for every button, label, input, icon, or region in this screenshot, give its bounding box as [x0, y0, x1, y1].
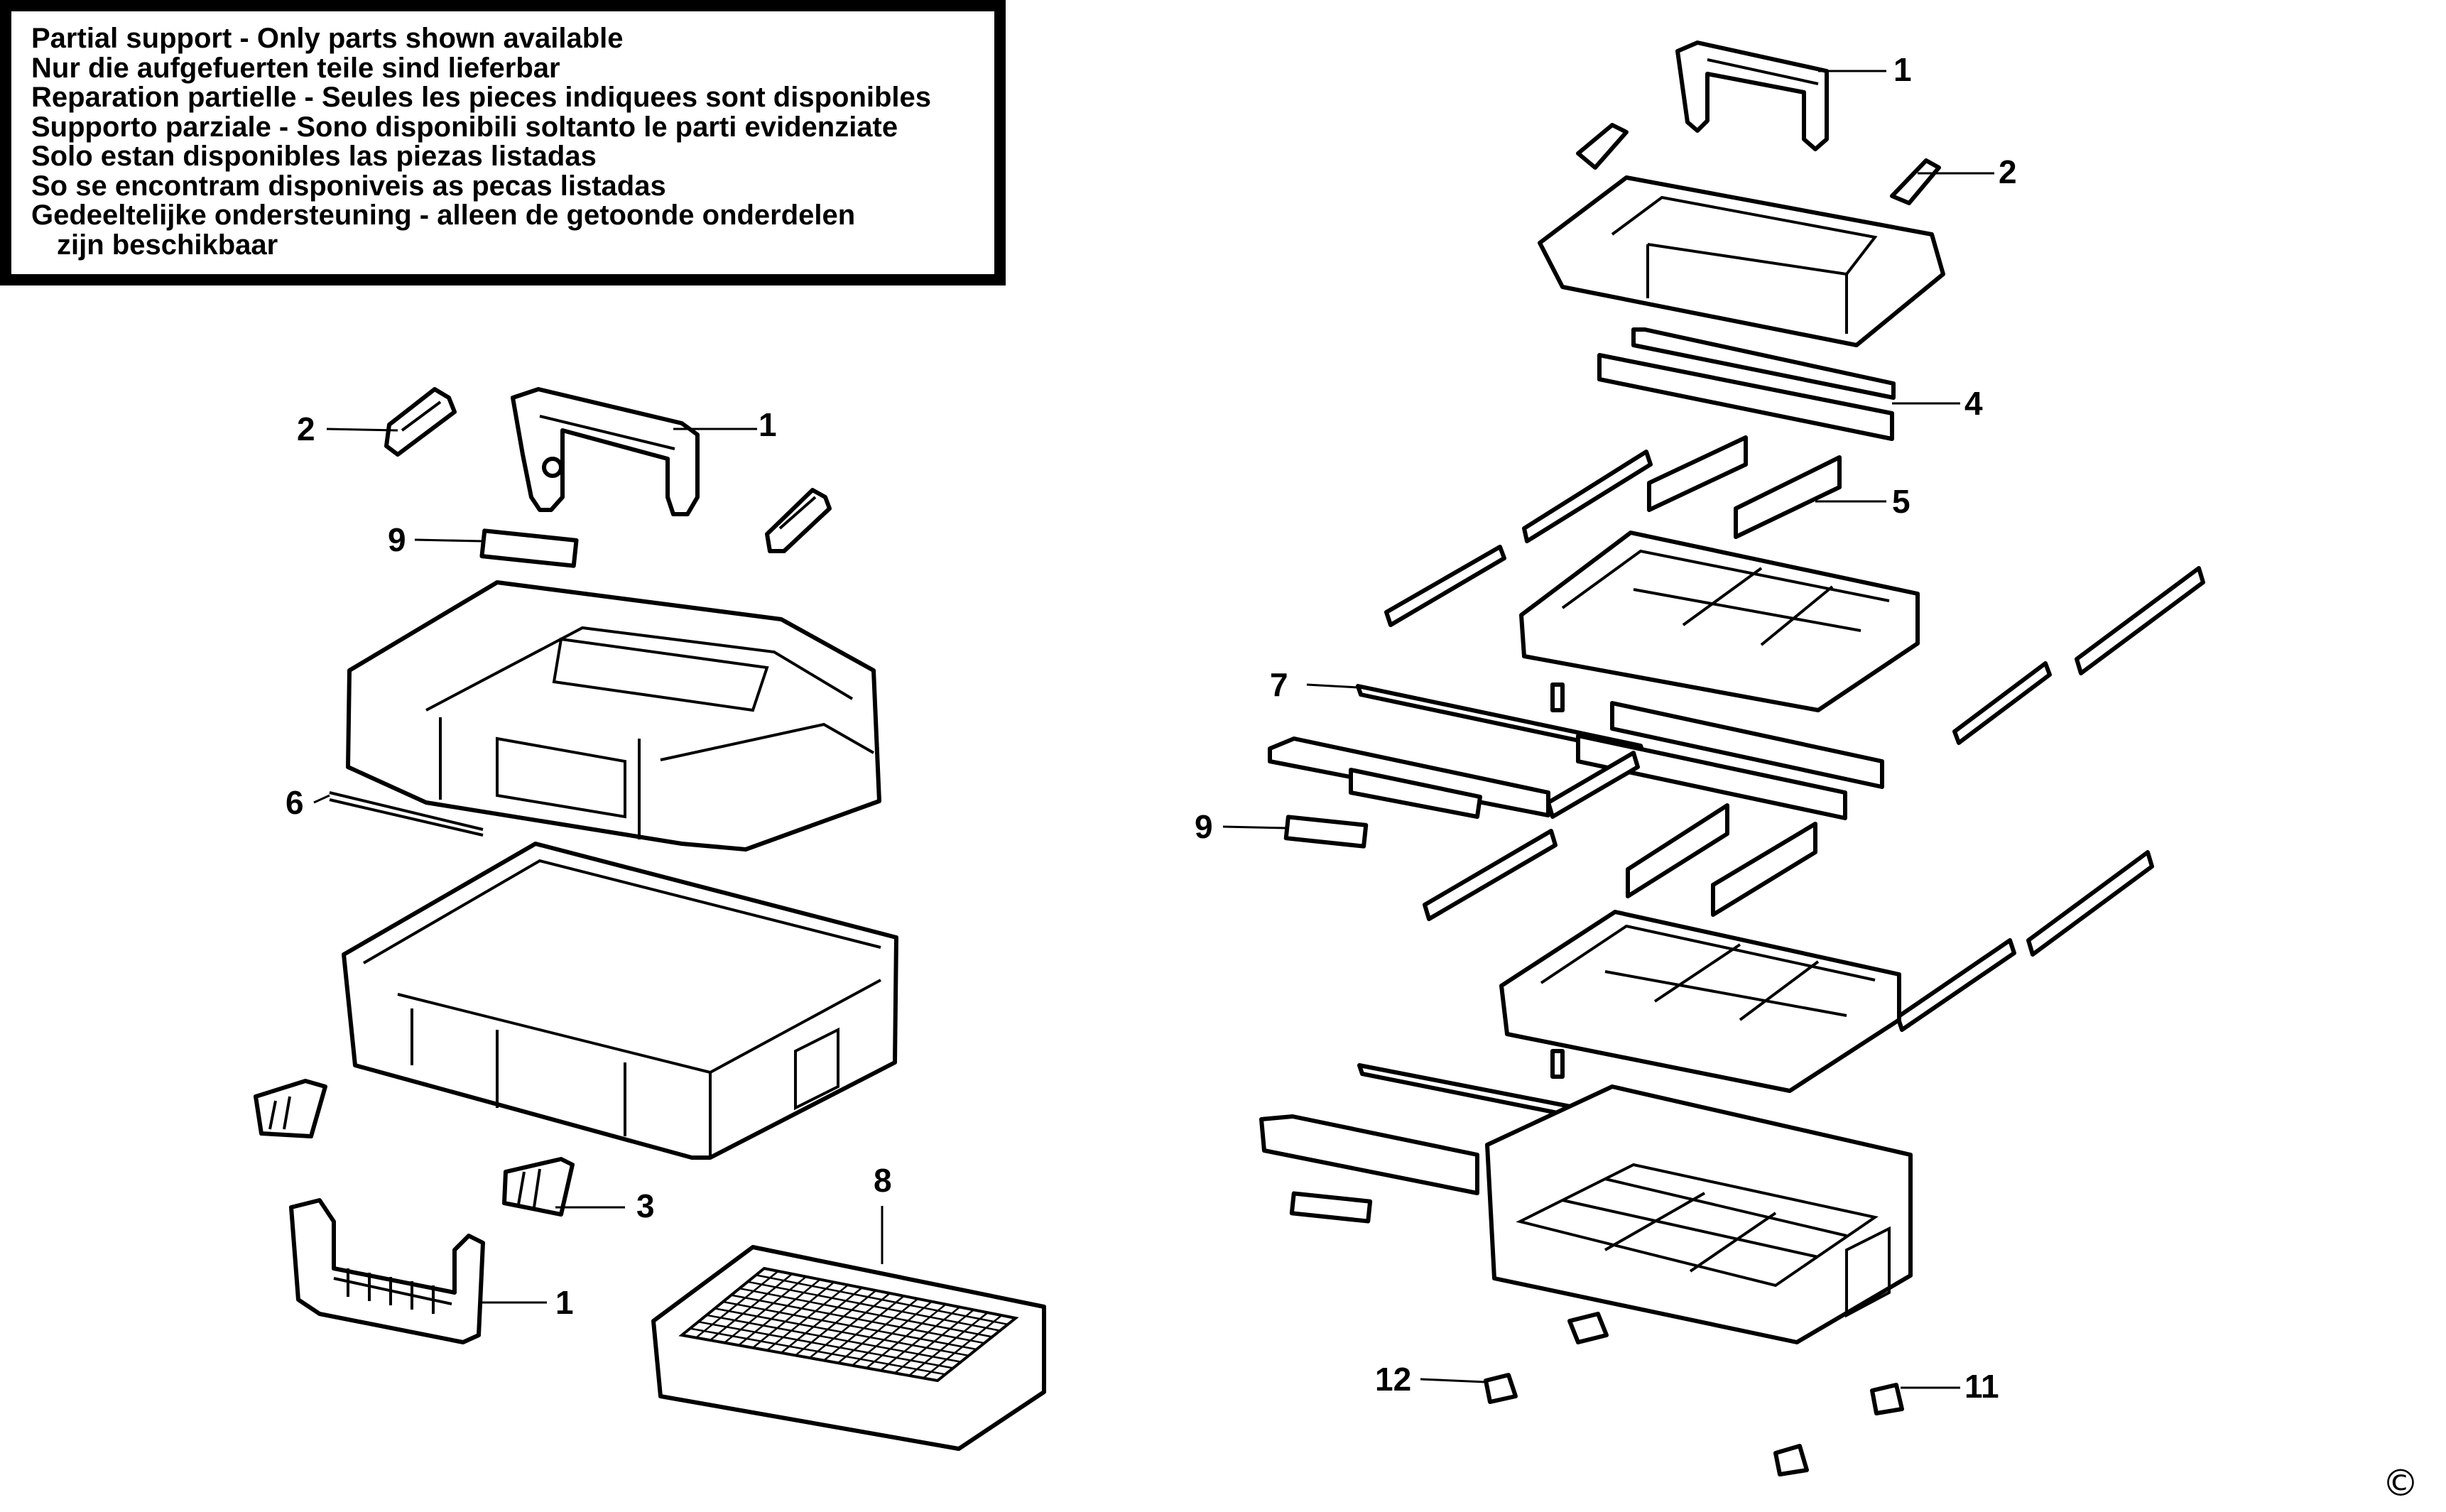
callout-left-8: 8 [874, 1162, 892, 1199]
right-divider-lower-long [1610, 701, 1884, 789]
callout-right-7: 7 [1270, 666, 1288, 703]
grid-line [756, 1274, 1009, 1326]
right-drawer-slide-assembly [1268, 736, 1550, 819]
left-hinge-pin-6 [329, 791, 484, 831]
left-lid [346, 580, 881, 852]
right-foot-a [1567, 1312, 1609, 1344]
right-divider-lower-b [1711, 822, 1817, 917]
grid-line [747, 1280, 1001, 1332]
right-handle-top [1675, 40, 1829, 151]
grid-line [690, 1327, 946, 1376]
right-assembly [1259, 40, 2205, 1476]
callout-right-5: 5 [1892, 483, 1910, 520]
grid-line [714, 1307, 969, 1357]
right-slide-rail-right [1952, 661, 2052, 745]
right-slide-lower-right [2026, 850, 2154, 957]
notice-line-es: Solo estan disponibles las piezas listad… [31, 141, 597, 172]
right-label-strip-lower [1289, 1191, 1373, 1224]
grid-line [739, 1287, 993, 1338]
callout-numbers: 1 2 9 6 3 1 8 1 2 4 5 7 9 12 11 [286, 51, 2017, 1405]
callout-left-2: 2 [297, 410, 315, 447]
callout-left-3: 3 [636, 1187, 655, 1224]
left-handle-top [511, 387, 700, 516]
copyright-symbol: © [2382, 1462, 2419, 1505]
right-latch-2 [1890, 158, 1941, 205]
right-latch-a [1576, 123, 1629, 170]
right-foot-b [1773, 1444, 1809, 1476]
right-divider-lower-long-b [1576, 734, 1847, 820]
callout-right-4: 4 [1964, 385, 1983, 422]
left-latch-2b [765, 488, 832, 553]
right-lower-drawer [1499, 910, 1901, 1093]
right-foot-11 [1870, 1383, 1904, 1415]
right-spring-upper [1550, 682, 1565, 712]
right-spring-lower [1550, 1049, 1565, 1079]
right-divider-lower-a [1626, 803, 1729, 898]
callout-right-11: 11 [1964, 1368, 1999, 1405]
left-grid-insert-8 [651, 1245, 1046, 1451]
right-slide-rail-left [1384, 545, 1506, 627]
callout-left-9: 9 [388, 521, 406, 558]
grid-line [697, 1320, 954, 1369]
left-latch-2 [384, 387, 457, 457]
right-divider-5b [1734, 455, 1842, 539]
right-base-unit [1485, 1084, 1913, 1344]
right-lid-frame [1538, 175, 1945, 347]
grid-line [722, 1300, 977, 1351]
grid-lines [690, 1270, 1009, 1379]
callout-right-1: 1 [1893, 51, 1912, 88]
left-assembly [254, 387, 1046, 1451]
notice-line-it: Supporto parziale - Sono disponibili sol… [31, 111, 898, 143]
callout-right-9: 9 [1195, 808, 1213, 845]
left-base-tub [342, 842, 898, 1160]
callout-right-2: 2 [1999, 153, 2017, 190]
right-divider-4 [1597, 327, 1896, 441]
notice-line-fr: Reparation partielle - Seules les pieces… [31, 82, 932, 113]
left-label-strip-9 [479, 528, 579, 568]
right-slide-lower-left-b [1546, 751, 1640, 819]
right-slide-lower-left [1423, 829, 1558, 921]
right-slide-rail-lower-right [1896, 938, 2016, 1032]
notice-line-de: Nur die aufgefuerten teile sind lieferba… [31, 52, 560, 84]
right-label-strip-9 [1283, 815, 1369, 849]
grid-line [731, 1294, 985, 1344]
notice-line-en: Partial support - Only parts shown avail… [31, 23, 624, 54]
right-divider-5a [1647, 435, 1748, 512]
right-slide-upper-left [1522, 450, 1653, 543]
right-upper-drawer [1519, 531, 1920, 712]
notice-line-nl: Gedeeltelijke ondersteuning - alleen de … [31, 200, 856, 231]
leader-lines [313, 70, 1994, 1389]
right-foot-12 [1484, 1373, 1518, 1404]
right-slide-upper-right [2075, 566, 2205, 675]
right-base-slide-holder [1259, 1114, 1479, 1195]
callout-right-12: 12 [1375, 1361, 1411, 1398]
left-handle-bottom [289, 1198, 485, 1344]
notice-line-nl-cont: zijn beschikbaar [57, 229, 278, 261]
notice-line-pt: So se encontram disponiveis as pecas lis… [31, 170, 666, 202]
partial-support-notice: Partial support - Only parts shown avail… [0, 0, 1006, 285]
grid-line [706, 1314, 962, 1363]
left-hinge-clip [254, 1079, 327, 1138]
callout-left-6: 6 [286, 784, 304, 821]
callout-left-1-top: 1 [759, 406, 777, 443]
callout-left-1-bottom: 1 [555, 1284, 574, 1321]
